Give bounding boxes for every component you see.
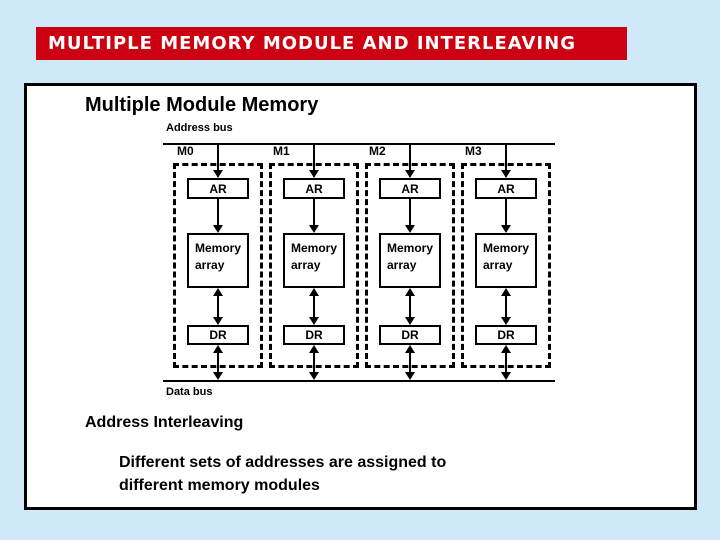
arrow-shaft bbox=[409, 295, 411, 318]
interleaving-description-line2: different memory modules bbox=[119, 477, 320, 494]
dr-register-box: DR bbox=[283, 325, 345, 345]
dr-register-box: DR bbox=[475, 325, 537, 345]
memory-to-dr-arrow bbox=[500, 288, 512, 325]
arrow-shaft bbox=[409, 199, 411, 226]
arrow-shaft bbox=[217, 199, 219, 226]
arrow-shaft bbox=[409, 352, 411, 373]
address-bus-to-ar-arrow bbox=[500, 143, 512, 178]
arrow-shaft bbox=[505, 143, 507, 171]
dr-to-data-bus-arrow bbox=[404, 345, 416, 380]
arrow-shaft bbox=[313, 143, 315, 171]
arrow-shaft bbox=[217, 295, 219, 318]
arrow-shaft bbox=[505, 199, 507, 226]
module-label: M3 bbox=[465, 144, 482, 158]
memory-module-m0: M0 AR Memory array DR bbox=[173, 142, 263, 382]
memory-array-box: Memory array bbox=[475, 233, 537, 288]
interleaving-description-line1: Different sets of addresses are assigned… bbox=[119, 454, 447, 471]
module-label: M2 bbox=[369, 144, 386, 158]
memory-module-m1: M1 AR Memory array DR bbox=[269, 142, 359, 382]
arrow-shaft bbox=[217, 143, 219, 171]
dr-register-box: DR bbox=[379, 325, 441, 345]
dr-to-data-bus-arrow bbox=[500, 345, 512, 380]
diagram-title: Multiple Module Memory bbox=[85, 94, 319, 116]
slide-content: Multiple Module Memory Address bus M0 AR… bbox=[27, 86, 694, 507]
ar-register-box: AR bbox=[475, 178, 537, 199]
ar-register-box: AR bbox=[283, 178, 345, 199]
dr-to-data-bus-arrow bbox=[212, 345, 224, 380]
slide-banner-title: MULTIPLE MEMORY MODULE AND INTERLEAVING bbox=[36, 27, 627, 60]
address-bus-to-ar-arrow bbox=[404, 143, 416, 178]
ar-register-box: AR bbox=[187, 178, 249, 199]
data-bus-line bbox=[163, 380, 555, 382]
ar-register-box: AR bbox=[379, 178, 441, 199]
ar-to-memory-arrow bbox=[500, 199, 512, 233]
arrow-shaft bbox=[313, 295, 315, 318]
dr-to-data-bus-arrow bbox=[308, 345, 320, 380]
arrow-shaft bbox=[217, 352, 219, 373]
memory-to-dr-arrow bbox=[404, 288, 416, 325]
address-bus-to-ar-arrow bbox=[212, 143, 224, 178]
memory-to-dr-arrow bbox=[308, 288, 320, 325]
interleaving-description: Different sets of addresses are assigned… bbox=[119, 451, 446, 497]
arrow-shaft bbox=[409, 143, 411, 171]
dr-register-box: DR bbox=[187, 325, 249, 345]
address-bus-to-ar-arrow bbox=[308, 143, 320, 178]
arrow-shaft bbox=[313, 199, 315, 226]
memory-array-box: Memory array bbox=[283, 233, 345, 288]
address-interleaving-heading: Address Interleaving bbox=[85, 414, 244, 431]
address-bus-label: Address bus bbox=[166, 122, 233, 134]
address-bus-line bbox=[163, 143, 555, 145]
slide-content-box: Multiple Module Memory Address bus M0 AR… bbox=[24, 83, 697, 510]
memory-module-m2: M2 AR Memory array DR bbox=[365, 142, 455, 382]
arrow-shaft bbox=[505, 352, 507, 373]
data-bus-label: Data bus bbox=[166, 386, 213, 398]
arrow-shaft bbox=[505, 295, 507, 318]
ar-to-memory-arrow bbox=[308, 199, 320, 233]
module-label: M0 bbox=[177, 144, 194, 158]
memory-module-m3: M3 AR Memory array DR bbox=[461, 142, 551, 382]
memory-to-dr-arrow bbox=[212, 288, 224, 325]
memory-array-box: Memory array bbox=[187, 233, 249, 288]
ar-to-memory-arrow bbox=[212, 199, 224, 233]
memory-array-box: Memory array bbox=[379, 233, 441, 288]
arrow-shaft bbox=[313, 352, 315, 373]
module-label: M1 bbox=[273, 144, 290, 158]
ar-to-memory-arrow bbox=[404, 199, 416, 233]
